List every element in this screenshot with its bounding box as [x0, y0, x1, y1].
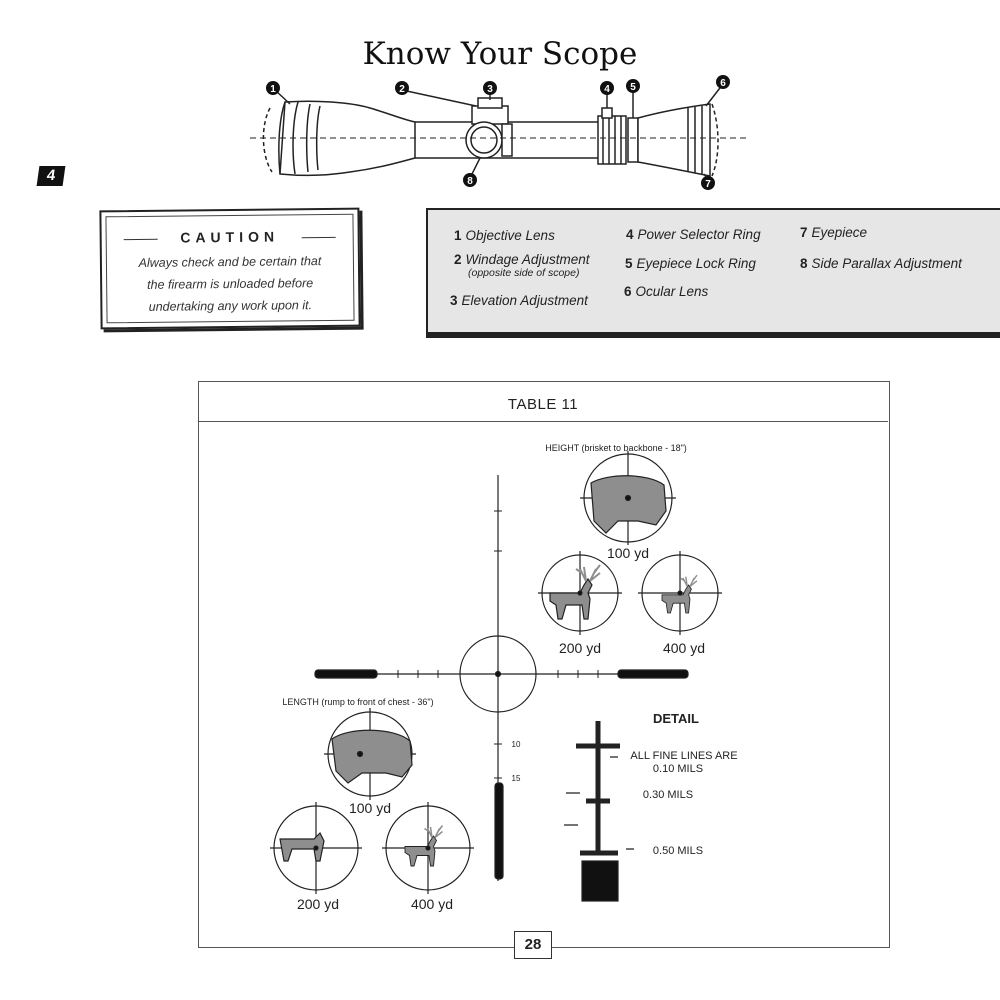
callout-1: 1	[270, 84, 276, 95]
callout-3: 3	[487, 84, 493, 95]
caution-line: Always check and be certain that	[138, 254, 322, 270]
range-label: 400 yd	[411, 896, 453, 912]
callout-6: 6	[720, 78, 726, 89]
callout-7: 7	[705, 179, 711, 190]
range-label: 400 yd	[663, 640, 705, 656]
caution-box: CAUTION Always check and be certain that…	[99, 207, 361, 330]
detail-mid-value: 0.30 MILS	[643, 789, 693, 801]
section-number-badge: 4	[36, 166, 66, 186]
caution-text: Always check and be certain that the fir…	[116, 250, 345, 318]
range-label: 100 yd	[607, 545, 649, 561]
tick-label-15: 15	[512, 774, 521, 783]
caution-heading: CAUTION	[180, 228, 280, 246]
range-label: 200 yd	[297, 896, 339, 912]
detail-heading: DETAIL	[653, 711, 699, 726]
range-label: 200 yd	[559, 640, 601, 656]
table-header	[198, 381, 888, 422]
page-title: Know Your Scope	[362, 36, 638, 72]
length-label: LENGTH (rump to front of chest - 36")	[282, 697, 433, 707]
callout-2: 2	[399, 84, 405, 95]
scope-diagram: 1 2 3 4 5 6 7 8	[250, 75, 750, 190]
callout-5: 5	[630, 82, 636, 93]
height-label: HEIGHT (brisket to backbone - 18")	[545, 443, 687, 453]
callout-8: 8	[467, 176, 473, 187]
reticle-diagram: HEIGHT (brisket to backbone - 18") 100 y…	[270, 443, 738, 912]
page-number: 28	[514, 931, 552, 959]
detail-fine-lines-value: 0.10 MILS	[653, 763, 703, 775]
table-title: TABLE 11	[507, 396, 579, 413]
detail-fine-lines: ALL FINE LINES ARE	[630, 750, 737, 762]
caution-line: the firearm is unloaded before	[147, 276, 314, 292]
callout-4: 4	[604, 84, 610, 95]
caution-line: undertaking any work upon it.	[148, 298, 313, 314]
detail-low-value: 0.50 MILS	[653, 845, 703, 857]
range-label: 100 yd	[349, 800, 391, 816]
tick-label-10: 10	[512, 740, 521, 749]
